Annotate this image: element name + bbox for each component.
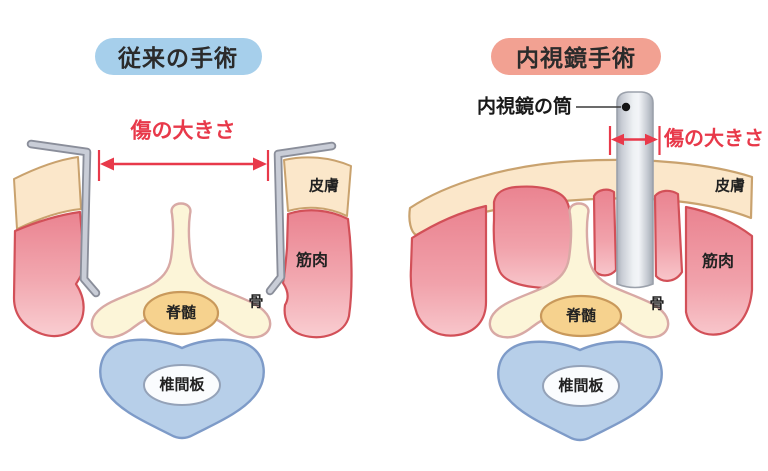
right-muscle-lobe-3: [592, 188, 618, 277]
disc-left-label: 椎間板: [159, 376, 205, 394]
skin-left-label: 皮膚: [309, 177, 339, 195]
right-muscle-lobe-5: [684, 205, 754, 336]
wound-arrow-left: [97, 150, 270, 181]
left-title-badge: [95, 38, 262, 75]
right-panel: 内視鏡手術 脊髄 椎間板 皮膚 筋肉 骨 内視鏡の筒: [408, 38, 764, 442]
right-title-badge: [491, 38, 661, 75]
left-retractor-left: [26, 139, 101, 298]
spinal-cord-right-shape: [539, 294, 623, 338]
right-title: 内視鏡手術: [516, 45, 636, 71]
disc-right-label: 椎間板: [558, 377, 604, 395]
left-muscle-left-shape: [12, 210, 86, 338]
skin-right-label: 皮膚: [715, 177, 745, 195]
left-panel: 従来の手術 脊髄 椎間板 皮膚 筋肉 骨: [12, 38, 353, 440]
disc-left-label-oval: [143, 364, 221, 406]
right-muscle-lobe-4: [653, 189, 684, 282]
muscle-left-label: 筋肉: [295, 251, 328, 270]
wound-arrow-right: [608, 126, 661, 155]
wound-size-left-label: 傷の大きさ: [130, 119, 236, 143]
spinal-cord-left-label: 脊髄: [165, 304, 197, 322]
right-muscle-lobe-1: [409, 204, 488, 337]
left-skin-left-shape: [13, 156, 82, 230]
left-skin-right-shape: [283, 156, 352, 217]
muscle-right-label: 筋肉: [701, 252, 734, 271]
spinal-cord-left-shape: [142, 290, 220, 336]
bone-left-label: 骨: [248, 294, 263, 311]
bone-right-label: 骨: [649, 296, 664, 313]
endoscope-callout-dot: [621, 102, 631, 112]
disc-right-label-oval: [542, 365, 620, 407]
spinal-cord-right-label: 脊髄: [565, 307, 597, 325]
endoscope-tube-label: 内視鏡の筒: [477, 95, 572, 118]
right-muscle-lobe-2: [492, 185, 573, 290]
left-muscle-right-shape: [281, 209, 353, 339]
left-title: 従来の手術: [117, 45, 238, 71]
left-retractor-right: [265, 141, 337, 296]
endoscope-tube: [616, 91, 654, 289]
wound-size-right-label: 傷の大きさ: [663, 126, 764, 150]
